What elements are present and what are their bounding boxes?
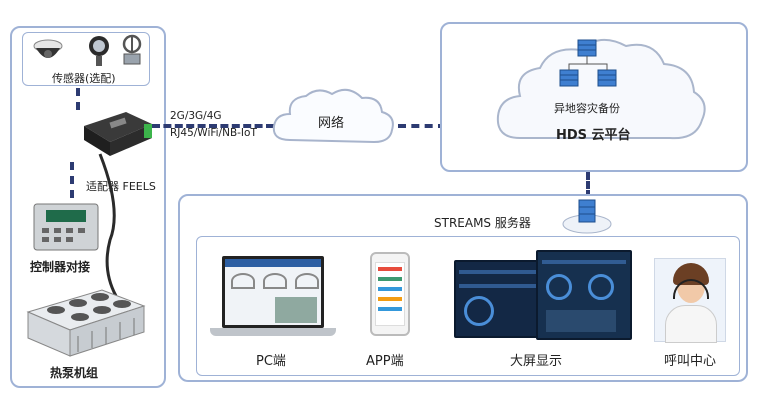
- call-center-label: 呼叫中心: [664, 354, 717, 369]
- adapter-controller-cable: [98, 153, 118, 297]
- backup-label: 异地容灾备份: [554, 102, 620, 115]
- gauge-sensor-icon: [89, 36, 109, 66]
- pc-screen: [222, 256, 324, 328]
- heat-pump-unit-icon: [26, 289, 146, 357]
- hds-cloud-shape: [496, 39, 706, 140]
- adapter-label: 适配器 FEELS: [86, 180, 156, 193]
- link-protocols-line2: RJ45/WiFi/NB-IoT: [170, 127, 257, 139]
- heatpump-label: 热泵机组: [50, 366, 99, 380]
- backup-database-icon: [559, 39, 617, 87]
- server-label: STREAMS 服务器: [434, 216, 531, 230]
- app-label: APP端: [366, 354, 404, 369]
- controller-label: 控制器对接: [30, 260, 91, 274]
- valve-sensor-icon: [122, 34, 142, 65]
- pc-laptop-device: [210, 256, 336, 340]
- controller-device-icon: [33, 203, 99, 251]
- call-center-agent-image: [654, 258, 726, 343]
- adapter-controller-link: [70, 162, 74, 198]
- adapter-device-icon: [84, 112, 152, 156]
- pc-laptop-base: [210, 328, 336, 336]
- streams-server-icon: [562, 199, 612, 234]
- adapter-network-link: [152, 124, 274, 128]
- network-cloud-icon: [272, 88, 394, 144]
- link-protocols-line1: 2G/3G/4G: [170, 110, 222, 122]
- big-screen-label: 大屏显示: [510, 354, 563, 369]
- dome-camera-icon: [33, 39, 63, 58]
- cloud-server-link: [586, 172, 590, 198]
- big-screen-device: [454, 250, 634, 342]
- platform-label: HDS 云平台: [556, 128, 631, 143]
- sensor-adapter-link: [76, 88, 80, 110]
- pc-label: PC端: [256, 354, 286, 369]
- network-label: 网络: [318, 116, 345, 131]
- network-cloud-link: [398, 124, 446, 128]
- sensors-label: 传感器(选配): [52, 72, 116, 85]
- phone-device: [370, 252, 410, 336]
